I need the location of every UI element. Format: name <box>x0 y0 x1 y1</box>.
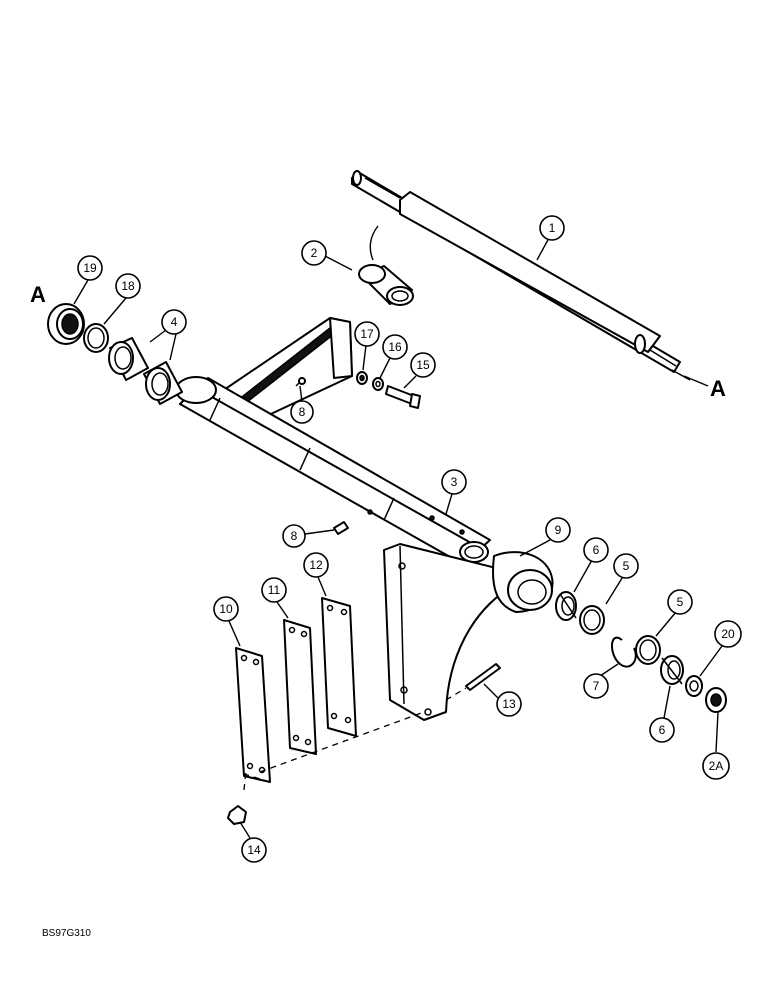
callout-17: 17 <box>354 321 380 347</box>
svg-text:11: 11 <box>268 583 281 597</box>
callout-10: 10 <box>213 596 239 622</box>
callout-5b: 5 <box>667 589 693 615</box>
callout-6a: 6 <box>583 537 609 563</box>
spacer-plate-12 <box>321 597 357 737</box>
callout-20: 20 <box>714 620 742 648</box>
svg-text:15: 15 <box>416 358 430 372</box>
callout-14: 14 <box>241 837 267 863</box>
bushing <box>358 225 414 306</box>
bearing-cup-5b <box>635 635 661 665</box>
svg-text:19: 19 <box>83 261 97 275</box>
callout-2: 2 <box>301 240 327 266</box>
spacer-plate-10 <box>235 647 271 783</box>
callout-8b: 8 <box>282 524 306 548</box>
svg-text:7: 7 <box>593 679 600 693</box>
svg-text:20: 20 <box>721 627 735 641</box>
svg-text:4: 4 <box>171 315 178 329</box>
callout-3: 3 <box>441 469 467 495</box>
grease-fitting-lower <box>333 521 349 535</box>
grease-fitting-upper <box>295 377 306 387</box>
svg-text:5: 5 <box>623 559 630 573</box>
svg-text:5: 5 <box>677 595 684 609</box>
nut-2A <box>705 687 727 713</box>
callout-4: 4 <box>161 309 187 335</box>
svg-text:1: 1 <box>549 221 556 235</box>
svg-text:13: 13 <box>502 697 516 711</box>
section-marker-right: A <box>710 376 726 401</box>
svg-text:6: 6 <box>593 543 600 557</box>
svg-text:8: 8 <box>291 529 298 543</box>
bolt-15 <box>385 385 421 409</box>
svg-text:9: 9 <box>555 523 562 537</box>
callout-2A: 2A <box>702 752 730 780</box>
svg-text:3: 3 <box>451 475 458 489</box>
callout-15: 15 <box>410 352 436 378</box>
ring-18 <box>83 323 109 353</box>
snap-ring-7 <box>611 636 637 668</box>
svg-text:12: 12 <box>309 558 323 572</box>
shaft <box>351 170 691 381</box>
svg-text:2A: 2A <box>709 759 724 773</box>
seal-19 <box>47 303 85 345</box>
callout-11: 11 <box>261 577 287 603</box>
bearing-cup-5a <box>579 605 605 635</box>
swing-arm <box>175 317 491 567</box>
callout-13: 13 <box>496 691 522 717</box>
bearing-housing <box>383 543 554 721</box>
callout-12: 12 <box>303 552 329 578</box>
lock-washer-16 <box>372 377 384 391</box>
callout-16: 16 <box>382 334 408 360</box>
spacer-plate-11 <box>283 619 317 755</box>
svg-text:14: 14 <box>247 843 261 857</box>
callout-6b: 6 <box>649 717 675 743</box>
svg-text:18: 18 <box>121 279 135 293</box>
bolt-13 <box>445 663 501 701</box>
svg-text:17: 17 <box>360 327 374 341</box>
callout-7: 7 <box>583 673 609 699</box>
svg-text:16: 16 <box>388 340 402 354</box>
svg-text:8: 8 <box>299 405 306 419</box>
callout-1: 1 <box>539 215 565 241</box>
lock-washer-20 <box>685 675 703 697</box>
callout-18: 18 <box>115 273 141 299</box>
needle-bearing-4b <box>143 361 183 405</box>
callout-8a: 8 <box>290 400 314 424</box>
callout-9: 9 <box>545 517 571 543</box>
needle-bearing-4a <box>108 337 149 381</box>
svg-text:10: 10 <box>219 602 233 616</box>
washer-17 <box>356 371 368 385</box>
callout-5a: 5 <box>613 553 639 579</box>
bearing-cone-6a <box>555 591 577 621</box>
svg-text:6: 6 <box>659 723 666 737</box>
document-code: BS97G310 <box>42 928 91 939</box>
nut <box>227 805 247 825</box>
bearing-cone-6b <box>660 655 684 685</box>
svg-text:2: 2 <box>311 246 318 260</box>
section-marker-left: A <box>30 282 46 307</box>
callout-19: 19 <box>77 255 103 281</box>
